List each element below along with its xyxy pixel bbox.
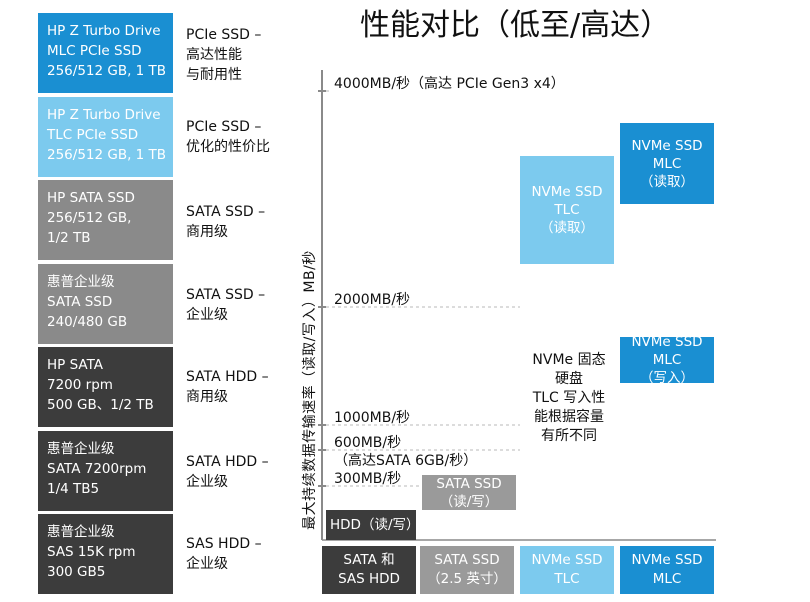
legend-drive-1: HP Z Turbo Drive TLC PCIe SSD 256/512 GB…: [38, 97, 173, 177]
y-tick-label-2000: 2000MB/秒: [334, 292, 411, 308]
category-label-3: NVMe SSD MLC: [620, 546, 714, 594]
legend-desc-5: SATA HDD – 企业级: [186, 454, 269, 490]
category-label-2: NVMe SSD TLC: [520, 546, 614, 594]
y-tick-label-300: 300MB/秒: [334, 471, 402, 487]
legend-drive-3: 惠普企业级 SATA SSD 240/480 GB: [38, 264, 173, 344]
chart-title: 性能对比（低至/高达）: [360, 8, 671, 43]
category-label-0: SATA 和 SAS HDD: [322, 546, 416, 594]
bar-2: NVMe SSD TLC （读取）: [520, 155, 614, 264]
legend-desc-2: SATA SSD – 商用级: [186, 204, 266, 240]
bar-1: SATA SSD （读/写）: [422, 475, 516, 510]
bar-3: NVMe SSD MLC （读取）: [620, 123, 714, 205]
legend-drive-5: 惠普企业级 SATA 7200rpm 1/4 TB5: [38, 431, 173, 511]
bar-4: NVMe SSD MLC （写入）: [620, 334, 714, 386]
legend-desc-3: SATA SSD – 企业级: [186, 287, 266, 323]
legend-desc-1: PCIe SSD – 优化的性价比: [186, 119, 270, 155]
tlc-write-note: NVMe 固态 硬盘 TLC 写入性 能根据容量 有所不同: [532, 352, 606, 444]
y-tick-label-4000: 4000MB/秒（高达 PCIe Gen3 x4）: [334, 76, 565, 92]
legend-drive-4: HP SATA 7200 rpm 500 GB、1/2 TB: [38, 347, 173, 427]
category-label-1: SATA SSD （2.5 英寸）: [420, 546, 514, 594]
y-tick-label-1000: 1000MB/秒: [334, 410, 411, 426]
legend-drive-2: HP SATA SSD 256/512 GB, 1/2 TB: [38, 180, 173, 260]
legend-desc-0: PCIe SSD – 高达性能 与耐用性: [186, 27, 262, 83]
legend-desc-6: SAS HDD – 企业级: [186, 536, 262, 572]
y-tick-label-600: 600MB/秒 （高达SATA 6GB/秒）: [334, 435, 478, 469]
legend-drive-0: HP Z Turbo Drive MLC PCIe SSD 256/512 GB…: [38, 13, 173, 93]
bar-0: HDD（读/写）: [326, 510, 420, 540]
legend-drive-6: 惠普企业级 SAS 15K rpm 300 GB5: [38, 514, 173, 594]
legend-desc-4: SATA HDD – 商用级: [186, 369, 269, 405]
